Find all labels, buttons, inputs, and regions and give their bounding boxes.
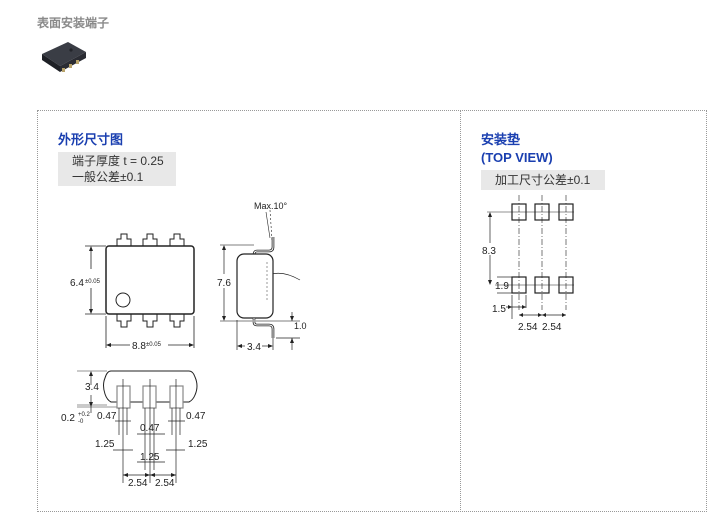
pin1-marker (115, 292, 131, 308)
dim-pad-pitch-2: 2.54 (542, 322, 562, 333)
outline-notes: 端子厚度 t = 0.25 一般公差±0.1 (58, 152, 176, 186)
dim-standoff-tol-minus: -0 (78, 419, 84, 425)
dim-lead-w-right: 0.47 (186, 411, 206, 422)
dim-side-depth: 3.4 (247, 342, 261, 353)
dim-pad-pitch-1: 2.54 (518, 322, 538, 333)
dim-standoff-tol-plus: +0.2 (78, 412, 91, 418)
note-thickness: 端子厚度 t = 0.25 (72, 154, 164, 168)
dim-lead: 1.0 (294, 321, 307, 331)
dim-height: 6.4 (70, 278, 84, 289)
dim-front-height: 3.4 (85, 382, 99, 393)
bottom-leads (116, 314, 185, 328)
dim-width: 8.8 (132, 341, 146, 352)
dim-pitch-2: 2.54 (155, 478, 175, 489)
top-view-drawing: 6.4 ±0.05 8.8 ±0.05 (70, 233, 195, 352)
section-title: 表面安装端子 (37, 16, 110, 30)
dim-pad-mid: 1.25 (140, 452, 160, 463)
frame-divider (460, 110, 461, 512)
dim-pad-right: 1.25 (188, 439, 208, 450)
side-view-drawing: Max.10° 7.6 3.4 1.0 (217, 201, 307, 353)
pads-note: 加工尺寸公差±0.1 (481, 170, 605, 190)
dim-pad-left: 1.25 (95, 439, 115, 450)
dim-row-span: 8.3 (482, 246, 496, 257)
dim-lead-w-left: 0.47 (97, 411, 117, 422)
dim-height-tol: ±0.05 (85, 279, 101, 285)
dim-side-height: 7.6 (217, 278, 231, 289)
dim-angle: Max.10° (254, 201, 288, 211)
top-leads (116, 233, 185, 246)
product-chip-image (42, 42, 86, 72)
dim-standoff: 0.2 (61, 413, 75, 424)
dim-width-tol: ±0.05 (146, 342, 162, 348)
note-tolerance: 一般公差±0.1 (72, 170, 144, 184)
dim-lead-w-mid: 0.47 (140, 423, 160, 434)
dim-pad-height: 1.9 (495, 281, 509, 292)
pads-subtitle: (TOP VIEW) (481, 150, 553, 165)
drawing-frame (37, 110, 707, 512)
side-body (236, 253, 274, 319)
outline-title: 外形尺寸图 (58, 132, 124, 147)
front-view-drawing: 3.4 0.2 +0.2 -0 0.47 0.47 0.47 1.25 1.25… (61, 370, 208, 489)
pads-title: 安装垫 (481, 132, 521, 147)
dim-pad-width: 1.5 (492, 304, 506, 315)
dim-pitch-1: 2.54 (128, 478, 148, 489)
pad-layout-drawing: 8.3 1.9 1.5 2.54 2.54 (482, 195, 574, 333)
